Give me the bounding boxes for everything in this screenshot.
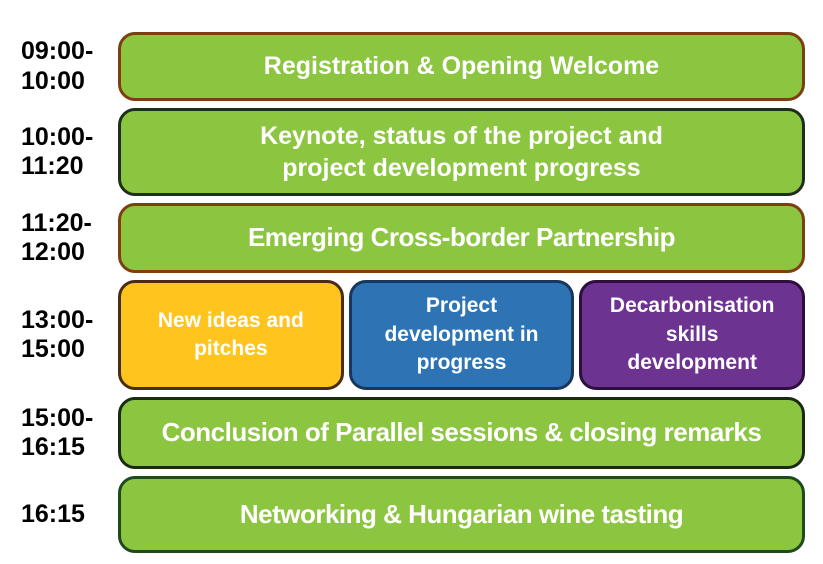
schedule-row-1615: 16:15 Networking & Hungarian wine tastin… bbox=[0, 476, 823, 553]
schedule: 09:00- 10:00 Registration & Opening Welc… bbox=[0, 32, 823, 553]
row-blocks: Conclusion of Parallel sessions & closin… bbox=[118, 397, 805, 469]
session-label: Networking & Hungarian wine tasting bbox=[239, 498, 684, 529]
time-cell: 09:00- 10:00 bbox=[0, 32, 118, 101]
time-label-1120-1200: 11:20- 12:00 bbox=[21, 208, 92, 267]
schedule-row-1500: 15:00- 16:15 Conclusion of Parallel sess… bbox=[0, 397, 823, 469]
schedule-row-1000: 10:00- 11:20 Keynote, status of the proj… bbox=[0, 108, 823, 196]
row-blocks: Emerging Cross-border Partnership bbox=[118, 203, 805, 273]
session-label: Emerging Cross-border Partnership bbox=[247, 222, 676, 253]
schedule-row-0900: 09:00- 10:00 Registration & Opening Welc… bbox=[0, 32, 823, 101]
time-cell: 13:00- 15:00 bbox=[0, 280, 118, 390]
time-cell: 11:20- 12:00 bbox=[0, 203, 118, 273]
time-label-1300-1500: 13:00- 15:00 bbox=[21, 305, 94, 364]
time-label-1615: 16:15 bbox=[21, 499, 85, 528]
session-partnership: Emerging Cross-border Partnership bbox=[118, 203, 805, 273]
parallel-session-blocks: New ideas and pitches Project developmen… bbox=[118, 280, 806, 390]
time-cell: 10:00- 11:20 bbox=[0, 108, 118, 196]
session-keynote: Keynote, status of the project and proje… bbox=[118, 108, 805, 196]
time-cell: 16:15 bbox=[0, 476, 118, 553]
session-label: Registration & Opening Welcome bbox=[263, 52, 660, 81]
session-conclusion: Conclusion of Parallel sessions & closin… bbox=[118, 397, 805, 469]
schedule-row-1300: 13:00- 15:00 New ideas and pitches Proje… bbox=[0, 280, 823, 390]
session-project-development: Project development in progress bbox=[348, 280, 575, 390]
time-label-0900-1000: 09:00- 10:00 bbox=[21, 37, 94, 95]
row-blocks: Networking & Hungarian wine tasting bbox=[118, 476, 805, 553]
session-label: Conclusion of Parallel sessions & closin… bbox=[161, 417, 762, 448]
session-new-ideas: New ideas and pitches bbox=[118, 280, 344, 390]
schedule-row-1120: 11:20- 12:00 Emerging Cross-border Partn… bbox=[0, 203, 823, 273]
session-networking: Networking & Hungarian wine tasting bbox=[118, 476, 805, 553]
session-registration: Registration & Opening Welcome bbox=[118, 32, 805, 101]
time-cell: 15:00- 16:15 bbox=[0, 397, 118, 469]
session-decarbonisation-skills: Decarbonisation skills development bbox=[579, 280, 806, 390]
time-label-1500-1615: 15:00- 16:15 bbox=[21, 403, 94, 462]
session-label: Project development in progress bbox=[384, 294, 539, 375]
session-label: Decarbonisation skills development bbox=[609, 294, 775, 375]
row-blocks: Keynote, status of the project and proje… bbox=[118, 108, 805, 196]
row-blocks: Registration & Opening Welcome bbox=[118, 32, 805, 101]
session-label: New ideas and pitches bbox=[157, 308, 304, 360]
session-label: Keynote, status of the project and proje… bbox=[260, 121, 663, 183]
time-label-1000-1120: 10:00- 11:20 bbox=[21, 122, 94, 181]
